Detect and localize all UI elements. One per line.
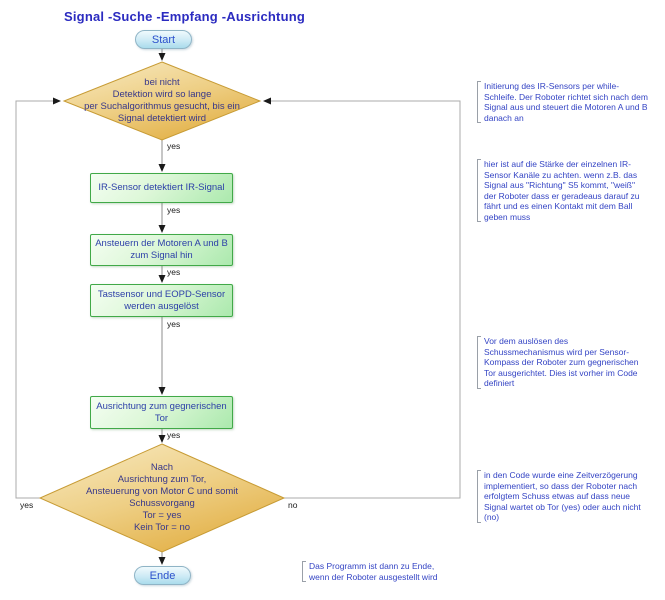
process-ir-detect: IR-Sensor detektiert IR-Signal: [90, 173, 233, 203]
edge-label-yes-5: yes: [167, 430, 181, 440]
edge-label-yes-2: yes: [167, 205, 181, 215]
annotation-signal-strength: hier ist auf die Stärke der einzelnen IR…: [477, 159, 639, 222]
annotation-program-end: Das Programm ist dann zu Ende, wenn der …: [302, 561, 438, 582]
loop-no-line: [263, 97, 461, 499]
edge-label-no-loop: no: [288, 500, 298, 510]
edge-label-yes-1: yes: [167, 141, 181, 151]
start-node: Start: [135, 30, 192, 49]
annotation-ir-init: Initierung des IR-Sensors per while- Sch…: [477, 81, 648, 123]
start-label: Start: [151, 33, 176, 46]
loop-yes-line: [15, 97, 61, 499]
end-label: Ende: [149, 569, 176, 582]
edge-label-yes-loop: yes: [20, 500, 34, 510]
shot-decision-diamond: [38, 443, 286, 553]
process-align-goal: Ausrichtung zum gegnerischen Tor: [90, 396, 233, 429]
annotation-text: Vor dem auslösen des Schussmechanismus w…: [484, 336, 639, 388]
process-sensors-trigger: Tastsensor und EOPD-Sensor werden ausgel…: [90, 284, 233, 317]
annotation-text: hier ist auf die Stärke der einzelnen IR…: [484, 159, 640, 222]
process-drive-motors: Ansteuern der Motoren A und B zum Signal…: [90, 234, 233, 266]
annotation-bracket-icon: [477, 470, 481, 523]
search-decision-diamond: [62, 61, 262, 141]
edge-label-yes-4: yes: [167, 319, 181, 329]
annotation-text: Das Programm ist dann zu Ende, wenn der …: [309, 561, 438, 582]
annotation-compass-align: Vor dem auslösen des Schussmechanismus w…: [477, 336, 639, 389]
annotation-bracket-icon: [477, 81, 481, 123]
annotation-text: Initierung des IR-Sensors per while- Sch…: [484, 81, 648, 123]
edge-label-yes-3: yes: [167, 267, 181, 277]
end-node: Ende: [134, 566, 191, 585]
annotation-text: in den Code wurde eine Zeitverzögerung i…: [484, 470, 641, 522]
annotation-bracket-icon: [302, 561, 306, 582]
annotation-bracket-icon: [477, 159, 481, 222]
annotation-bracket-icon: [477, 336, 481, 389]
page-title: Signal -Suche -Empfang -Ausrichtung: [64, 9, 306, 24]
annotation-time-delay: in den Code wurde eine Zeitverzögerung i…: [477, 470, 641, 523]
